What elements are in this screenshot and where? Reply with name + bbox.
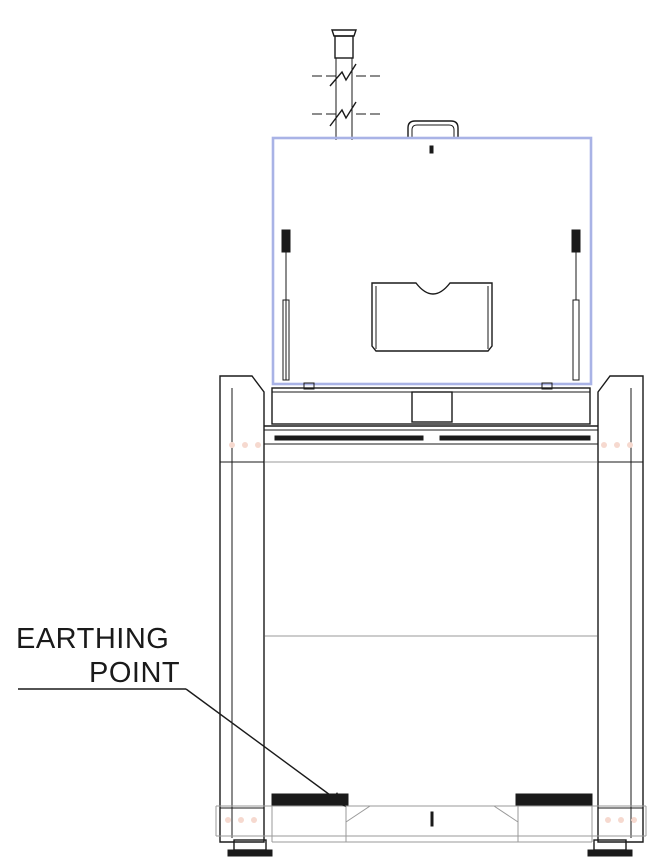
callout-line2: POINT (89, 657, 180, 689)
break-symbol-lower (312, 101, 380, 127)
open-lid (271, 136, 593, 386)
top-frame (264, 382, 598, 445)
callout-arrow-icon (330, 792, 347, 807)
gas-strut-right (571, 229, 581, 381)
callout-line1: EARTHING (16, 623, 169, 655)
break-symbol-upper (312, 63, 380, 87)
cabinet-body (263, 444, 599, 842)
lid-handle (407, 120, 459, 138)
foot-right (587, 839, 633, 857)
earthing-point-callout: EARTHING POINT (16, 623, 347, 807)
fork-pocket-left (271, 793, 349, 843)
document-pocket (371, 282, 493, 352)
right-post (597, 375, 644, 843)
gas-strut-left (281, 229, 291, 381)
exhaust-pipe (312, 29, 380, 140)
left-post (219, 375, 265, 843)
foot-left (227, 839, 273, 857)
fork-pocket-right (515, 793, 593, 843)
base-frame (215, 793, 647, 843)
